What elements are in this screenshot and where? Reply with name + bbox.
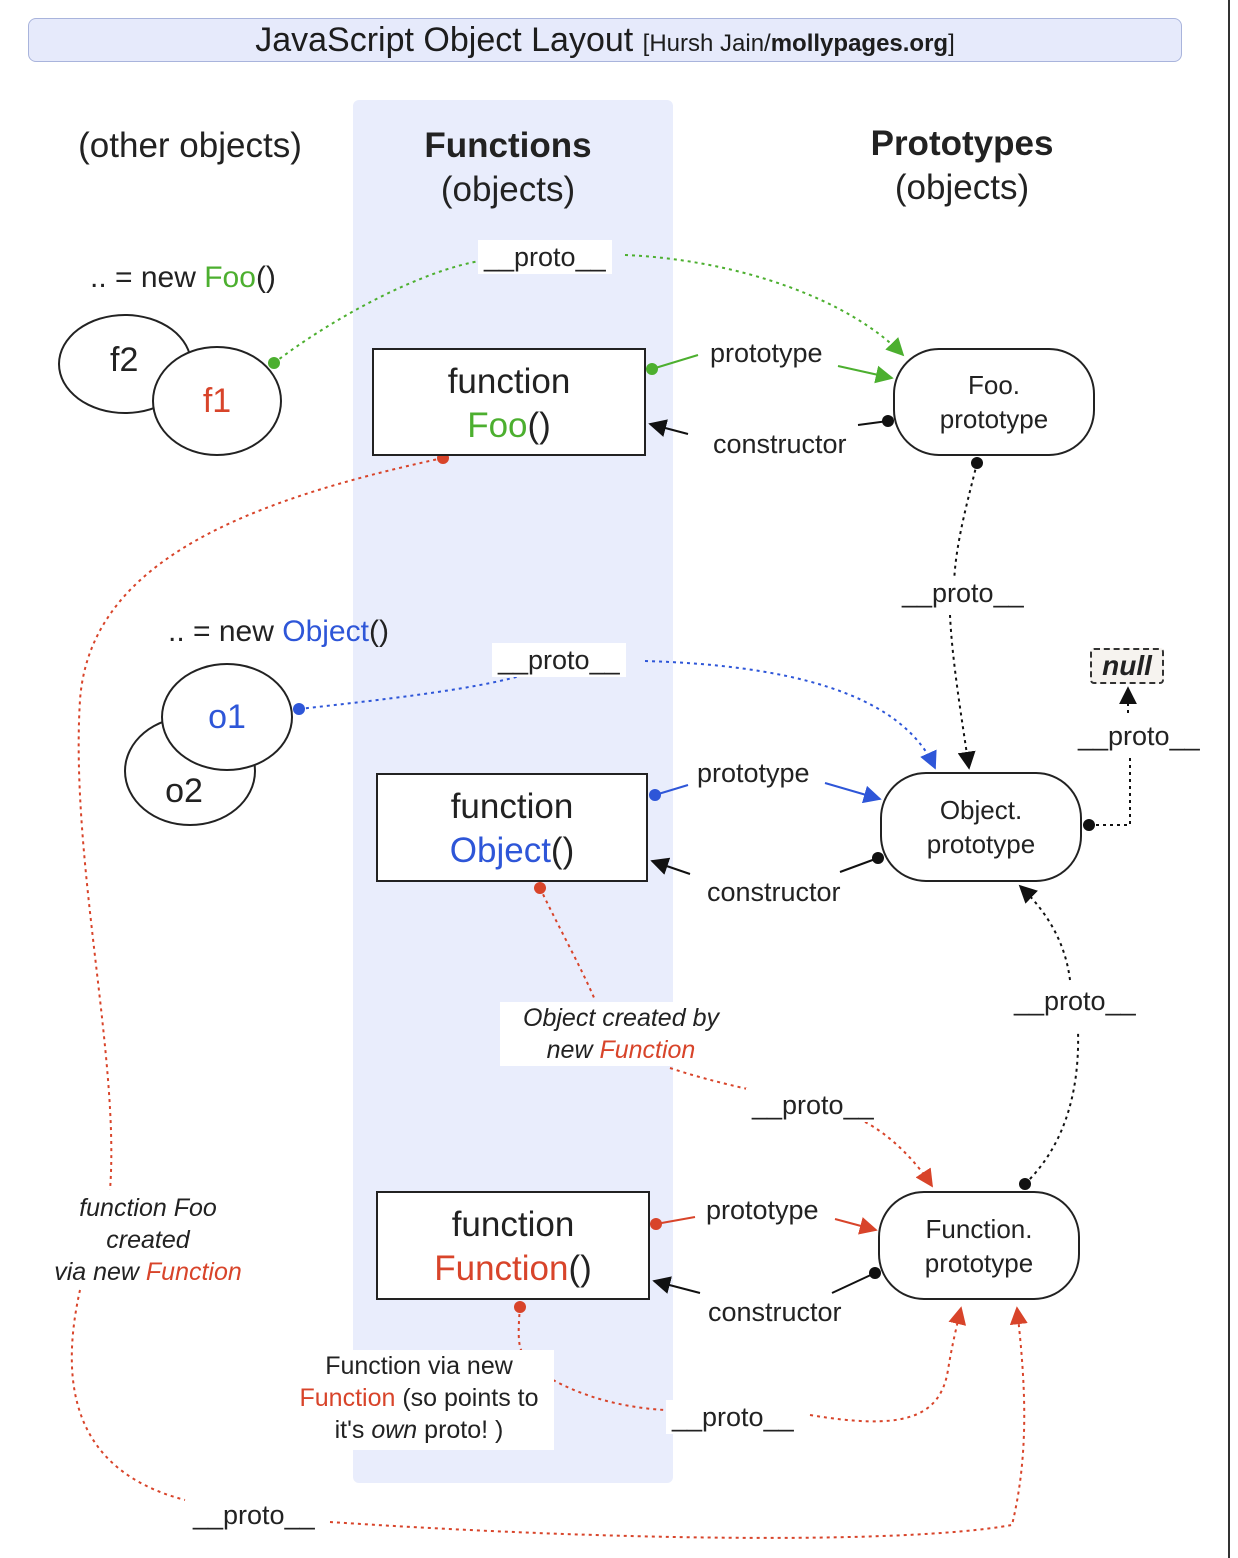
edge-function-prototype-b [834,1217,878,1235]
edge-function-constructor-a [831,1272,876,1294]
edge-function-fn-proto-b [552,1379,666,1411]
label-constructor-object: constructor [707,877,841,907]
function-function-keyword: function [451,1205,575,1244]
functions-title: Functions [424,126,592,165]
edge-foo-prototype-a [651,354,699,370]
note-object-created: Object created by new Function [500,1002,742,1066]
label-proto-o1: __proto__ [492,643,626,677]
edge-objectproto-null [1089,755,1131,826]
edge-foo-prototype-b [837,365,894,384]
object-prototype-box: Object. prototype [880,772,1082,882]
edge-object-constructor-a [839,857,879,873]
function-function-signature: Function() [434,1249,592,1288]
function-object-signature: Object() [449,831,575,870]
instance-o1: o1 [161,663,293,771]
dot-f1-proto [268,357,280,369]
label-proto-function-fn: __proto__ [666,1400,800,1434]
edge-foo-fn-proto-c [329,1306,1028,1539]
label-constructor-foo: constructor [713,429,847,459]
null-box: null [1090,648,1164,684]
edge-function-prototype-a [655,1216,696,1225]
label-constructor-function: constructor [708,1297,842,1327]
edge-object-fn-proto-a [539,887,596,1001]
label-proto-f1: __proto__ [478,240,612,274]
function-object-keyword: function [450,787,574,826]
edge-foo-fn-proto-a [77,457,444,1191]
dot-foo-prototype [646,363,658,375]
label-proto-object-fn: __proto__ [746,1088,880,1122]
foo-prototype-box: Foo. prototype [893,348,1095,456]
credit-site: mollypages.org [770,30,949,57]
edge-foo-constructor-b [648,419,689,437]
function-prototype-box: Function. prototype [878,1191,1080,1300]
expr-object-name: Object [282,615,369,648]
diagram-title: JavaScript Object Layout [Hursh Jain/mol… [28,18,1182,62]
edge-function-constructor-b [652,1276,701,1294]
note-function-via-new: Function via new Function (so points to … [284,1350,554,1450]
prototypes-subtitle: (objects) [894,168,1030,207]
page-edge [1228,0,1238,1558]
edge-object-constructor-b [650,857,691,875]
column-header-functions: Functions (objects) [378,124,638,212]
label-proto-fooproto: __proto__ [896,576,1030,610]
title-main: JavaScript Object Layout [255,21,634,59]
edge-fnproto-proto-a [1024,1029,1080,1185]
dot-fnproto-proto [1019,1178,1031,1190]
edge-f1-proto-b [624,254,905,357]
expr-foo-name: Foo [204,261,256,294]
edge-foo-fn-proto-b [70,1289,186,1501]
label-prototype-object: prototype [697,758,810,788]
edge-function-fn-proto-a [517,1306,523,1353]
expr-new-foo: .. = new Foo() [90,261,276,294]
functions-subtitle: (objects) [440,170,576,209]
edge-fnproto-proto-b [1018,884,1071,981]
expr-new-object: .. = new Object() [168,615,389,648]
dot-o1-proto [293,703,305,715]
edge-fooproto-proto-b [949,614,976,770]
dot-objectproto-null [1083,819,1095,831]
function-foo-keyword: function [447,362,571,401]
note-foo-created: function Foo created via new Function [54,1194,242,1286]
label-prototype-function: prototype [706,1195,819,1225]
instance-f1: f1 [152,346,282,456]
column-header-prototypes: Prototypes (objects) [832,122,1092,210]
edge-o1-proto-b [644,660,937,770]
label-prototype-foo: prototype [710,338,823,368]
column-header-other: (other objects) [78,126,302,165]
edge-object-prototype-b [824,782,882,804]
edge-object-fn-proto-b [669,1067,753,1091]
edge-object-fn-proto-c [864,1121,933,1188]
edge-f1-proto [273,259,486,364]
edge-function-fn-proto-c [809,1306,967,1423]
dot-function-prototype [650,1218,662,1230]
edge-fooproto-proto-a [953,462,978,586]
dot-function-constructor [869,1267,881,1279]
title-credit: [Hursh Jain/mollypages.org] [642,30,955,57]
dot-object-constructor [872,852,884,864]
dot-object-fn-proto [534,882,546,894]
prototypes-title: Prototypes [870,124,1054,163]
function-function-box: function Function() [376,1191,650,1300]
label-proto-fnproto: __proto__ [1008,984,1142,1018]
edge-o1-proto-a [298,675,521,710]
label-proto-null: __proto__ [1072,719,1206,753]
dot-object-prototype [649,789,661,801]
dot-foo-constructor [882,415,894,427]
dot-function-fn-proto [514,1301,526,1313]
dot-fooproto-proto [971,457,983,469]
label-proto-foo-fn: __proto__ [187,1498,321,1532]
function-foo-signature: Foo() [467,406,551,445]
function-foo-box: function Foo() [372,348,646,456]
function-object-box: function Object() [376,773,648,882]
